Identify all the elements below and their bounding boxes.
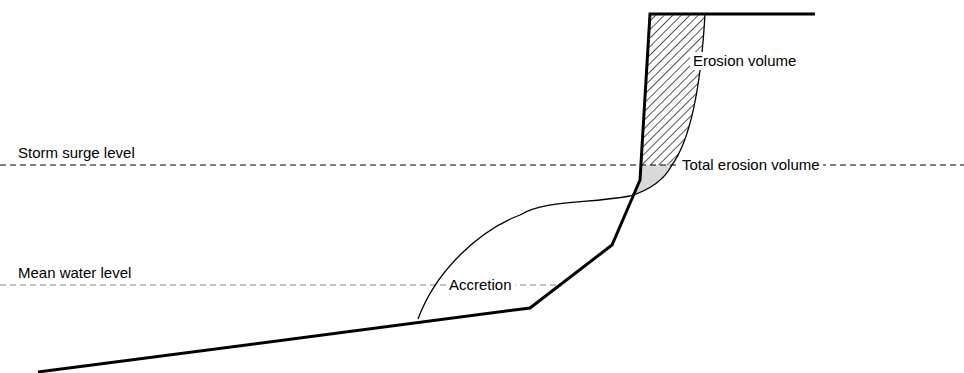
- level-label: Storm surge level: [18, 144, 135, 162]
- area-label: Accretion: [446, 276, 515, 294]
- post-storm-profile: [418, 14, 705, 319]
- area-label: Erosion volume: [690, 52, 799, 70]
- initial-profile: [38, 14, 815, 372]
- level-label: Mean water level: [18, 264, 131, 282]
- area-label: Total erosion volume: [679, 156, 823, 174]
- erosion-hatch: [641, 14, 705, 165]
